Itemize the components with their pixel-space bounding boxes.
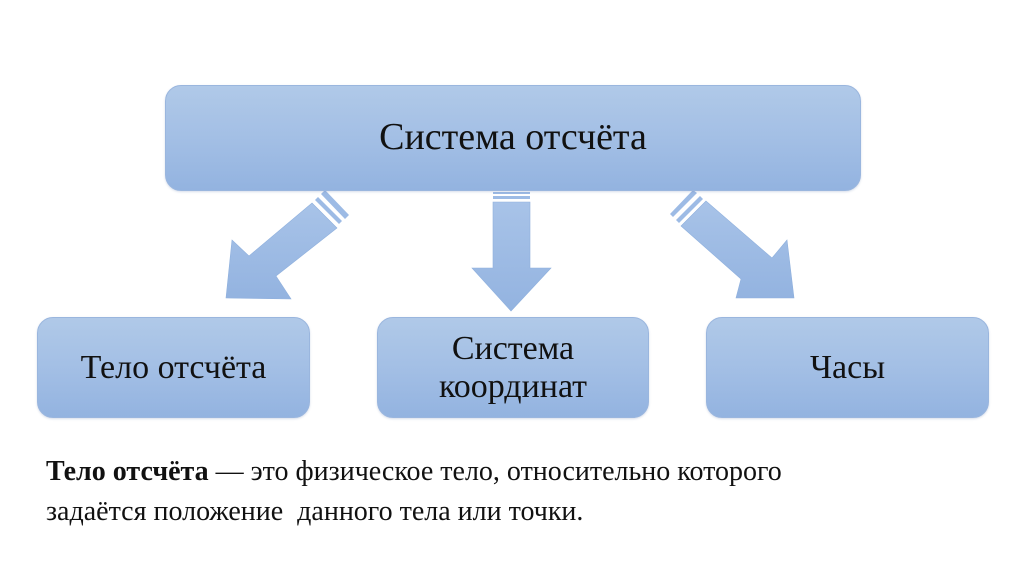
definition-line-1: Тело отсчёта — это физическое тело, отно… [46, 452, 976, 492]
definition-line-2: задаётся положение данного тела или точк… [46, 496, 584, 527]
child-box-coordinate-system: Система координат [377, 317, 649, 418]
definition-term: Тело отсчёта [46, 456, 209, 487]
child-box-label-line1: Система [451, 330, 575, 368]
arrow-down-center [471, 192, 552, 312]
child-box-label: Тело отсчёта [80, 348, 267, 386]
definition-line1-rest: — это физическое тело, относительно кото… [208, 456, 782, 487]
root-box-label: Система отсчёта [379, 116, 647, 159]
arrow-down-left [225, 190, 349, 300]
child-box-clock: Часы [706, 317, 989, 418]
root-box-reference-system: Система отсчёта [165, 85, 861, 191]
child-box-label: Часы [809, 348, 886, 386]
child-box-label-line2: координат [438, 367, 588, 405]
definition-text: Тело отсчёта — это физическое тело, отно… [46, 452, 976, 532]
arrow-down-right [670, 190, 795, 299]
child-box-reference-body: Тело отсчёта [37, 317, 310, 418]
